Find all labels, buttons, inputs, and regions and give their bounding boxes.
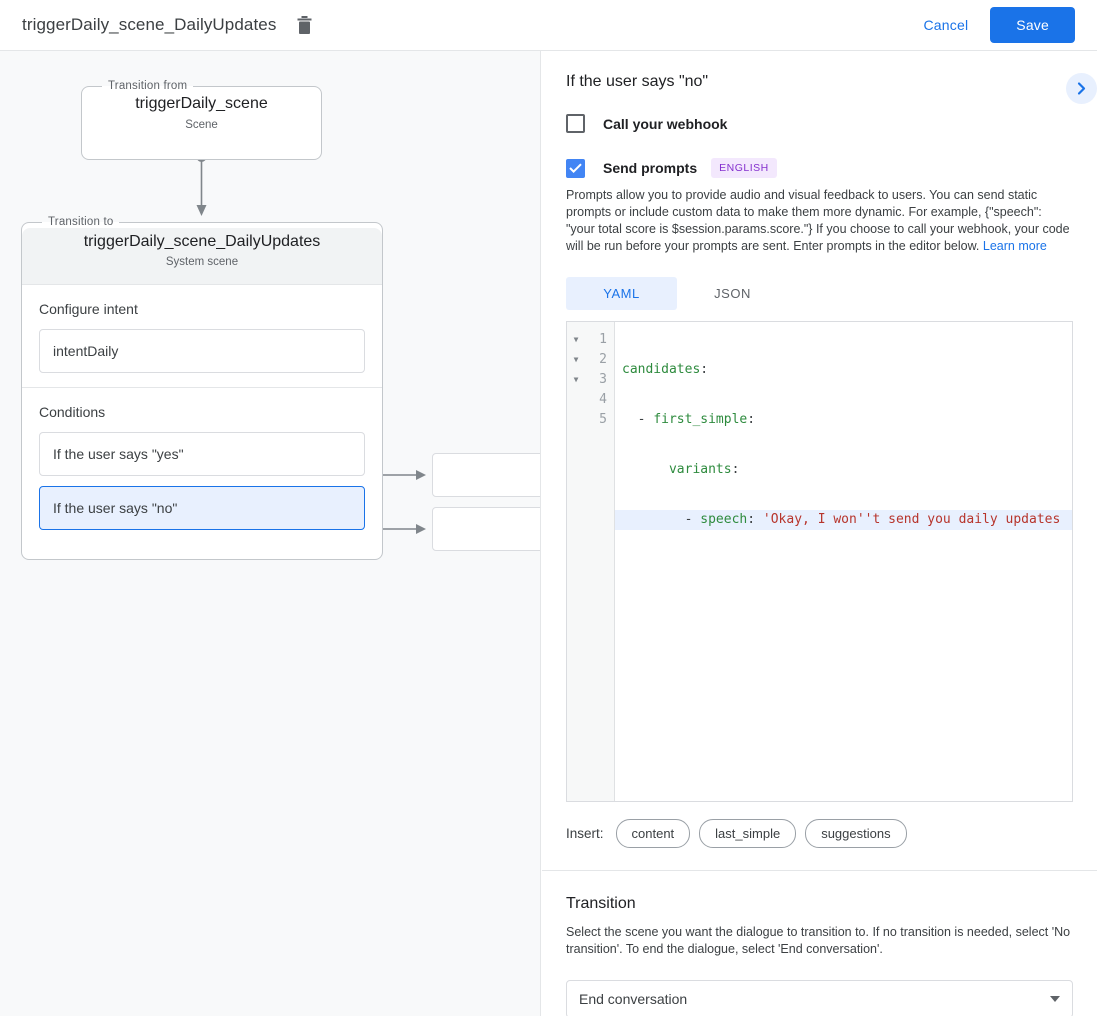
webhook-label: Call your webhook bbox=[603, 115, 728, 132]
panel-title: If the user says "no" bbox=[566, 73, 709, 90]
gutter-line-4[interactable]: ▼4 bbox=[567, 390, 614, 410]
conditions-section: Conditions If the user says "yes" If the… bbox=[22, 387, 382, 544]
condition-item-yes[interactable]: If the user says "yes" bbox=[39, 432, 365, 476]
send-prompts-row[interactable]: Send prompts ENGLISH bbox=[566, 158, 1073, 178]
delete-button[interactable] bbox=[290, 11, 318, 39]
insert-chip-content[interactable]: content bbox=[615, 819, 691, 848]
code-indent: - bbox=[622, 412, 654, 427]
insert-label: Insert: bbox=[566, 826, 604, 841]
target-node-yes[interactable] bbox=[432, 453, 540, 497]
code-indent: - bbox=[622, 512, 701, 527]
transition-to-card[interactable]: Transition to triggerDaily_scene_DailyUp… bbox=[21, 216, 383, 560]
check-icon bbox=[569, 163, 582, 173]
fold-placeholder-icon: ▼ bbox=[567, 410, 585, 430]
conditions-label: Conditions bbox=[39, 404, 106, 420]
expand-panel-button[interactable] bbox=[1066, 73, 1097, 104]
code-line-5[interactable] bbox=[615, 560, 1072, 580]
transition-from-legend: Transition from bbox=[108, 80, 188, 92]
insert-chip-last-simple[interactable]: last_simple bbox=[699, 819, 797, 848]
transition-select-value: End conversation bbox=[579, 991, 688, 1007]
chevron-right-icon bbox=[1077, 82, 1086, 95]
condition-item-no[interactable]: If the user says "no" bbox=[39, 486, 365, 530]
configure-intent-label: Configure intent bbox=[39, 301, 138, 317]
gutter-line-1[interactable]: ▼1 bbox=[567, 330, 614, 350]
code-key: speech bbox=[700, 512, 748, 527]
insert-row: Insert: content last_simple suggestions bbox=[566, 819, 1073, 848]
gutter-line-3[interactable]: ▼3 bbox=[567, 370, 614, 390]
code-line-4[interactable]: - speech: 'Okay, I won''t send you daily… bbox=[615, 510, 1072, 530]
transition-from-type: Scene bbox=[185, 119, 218, 131]
gutter-line-2[interactable]: ▼2 bbox=[567, 350, 614, 370]
trash-icon bbox=[297, 15, 312, 34]
editor-gutter: ▼1 ▼2 ▼3 ▼4 ▼5 bbox=[567, 322, 615, 801]
transition-section-description: Select the scene you want the dialogue t… bbox=[566, 925, 1071, 956]
gutter-line-5[interactable]: ▼5 bbox=[567, 410, 614, 430]
prompts-description-text: Prompts allow you to provide audio and v… bbox=[566, 188, 1070, 253]
section-divider bbox=[542, 870, 1097, 871]
configure-intent-section: Configure intent intentDaily bbox=[22, 285, 382, 387]
learn-more-link[interactable]: Learn more bbox=[982, 239, 1047, 253]
send-prompts-checkbox[interactable] bbox=[566, 158, 585, 178]
chevron-down-icon bbox=[1050, 996, 1060, 1002]
line-number: 3 bbox=[599, 372, 607, 387]
transition-from-name: triggerDaily_scene bbox=[135, 95, 268, 112]
editor-code-area[interactable]: candidates: - first_simple: variants: - … bbox=[615, 322, 1072, 801]
save-button[interactable]: Save bbox=[990, 7, 1075, 43]
fold-arrow-icon[interactable]: ▼ bbox=[573, 335, 579, 344]
code-indent bbox=[622, 462, 669, 477]
webhook-checkbox[interactable] bbox=[566, 114, 585, 133]
prompt-code-editor[interactable]: ▼1 ▼2 ▼3 ▼4 ▼5 candidates: - first_simpl… bbox=[566, 321, 1073, 802]
code-colon: : bbox=[731, 462, 740, 477]
transition-select[interactable]: End conversation bbox=[566, 980, 1073, 1016]
format-tabs: YAML JSON bbox=[566, 277, 1073, 310]
line-number: 1 bbox=[599, 332, 607, 347]
fold-placeholder-icon: ▼ bbox=[567, 390, 585, 410]
transition-to-header: triggerDaily_scene_DailyUpdates System s… bbox=[22, 222, 382, 285]
language-badge: ENGLISH bbox=[711, 158, 777, 178]
panel-header: If the user says "no" bbox=[542, 51, 1097, 91]
insert-chip-suggestions[interactable]: suggestions bbox=[805, 819, 907, 848]
tab-json[interactable]: JSON bbox=[714, 286, 751, 301]
line-number: 4 bbox=[599, 392, 607, 407]
code-key: first_simple bbox=[653, 412, 748, 427]
code-line-3[interactable]: variants: bbox=[615, 460, 1072, 480]
transition-to-name: triggerDaily_scene_DailyUpdates bbox=[83, 233, 321, 250]
top-bar: triggerDaily_scene_DailyUpdates Cancel S… bbox=[0, 0, 1097, 51]
intent-field[interactable]: intentDaily bbox=[39, 329, 365, 373]
detail-panel: If the user says "no" Call your webhook … bbox=[542, 51, 1097, 1016]
page-title: triggerDaily_scene_DailyUpdates bbox=[22, 15, 277, 34]
code-line-2[interactable]: - first_simple: bbox=[615, 410, 1072, 430]
code-line-1[interactable]: candidates: bbox=[615, 360, 1072, 380]
transition-to-legend: Transition to bbox=[48, 216, 114, 228]
panel-body: Call your webhook Send prompts ENGLISH P… bbox=[542, 114, 1097, 1016]
code-colon: : bbox=[747, 512, 763, 527]
code-key: candidates bbox=[622, 362, 701, 377]
target-node-no[interactable] bbox=[432, 507, 540, 551]
prompts-description: Prompts allow you to provide audio and v… bbox=[566, 187, 1073, 255]
cancel-button[interactable]: Cancel bbox=[910, 8, 983, 42]
graph-canvas[interactable]: Transition from triggerDaily_scene Scene… bbox=[0, 51, 541, 1016]
fold-arrow-icon[interactable]: ▼ bbox=[573, 375, 579, 384]
send-prompts-label: Send prompts bbox=[603, 160, 698, 176]
webhook-row[interactable]: Call your webhook bbox=[566, 114, 1073, 133]
code-key: variants bbox=[668, 462, 732, 477]
line-number: 5 bbox=[599, 412, 607, 427]
code-value: 'Okay, I won''t send you daily updates bbox=[762, 512, 1061, 527]
code-colon: : bbox=[747, 412, 756, 427]
code-colon: : bbox=[700, 362, 709, 377]
tab-yaml[interactable]: YAML bbox=[566, 277, 677, 310]
transition-section-title: Transition bbox=[566, 895, 636, 912]
fold-arrow-icon[interactable]: ▼ bbox=[573, 355, 579, 364]
line-number: 2 bbox=[599, 352, 607, 367]
transition-to-type: System scene bbox=[165, 256, 239, 268]
transition-from-card[interactable]: Transition from triggerDaily_scene Scene bbox=[81, 80, 322, 160]
